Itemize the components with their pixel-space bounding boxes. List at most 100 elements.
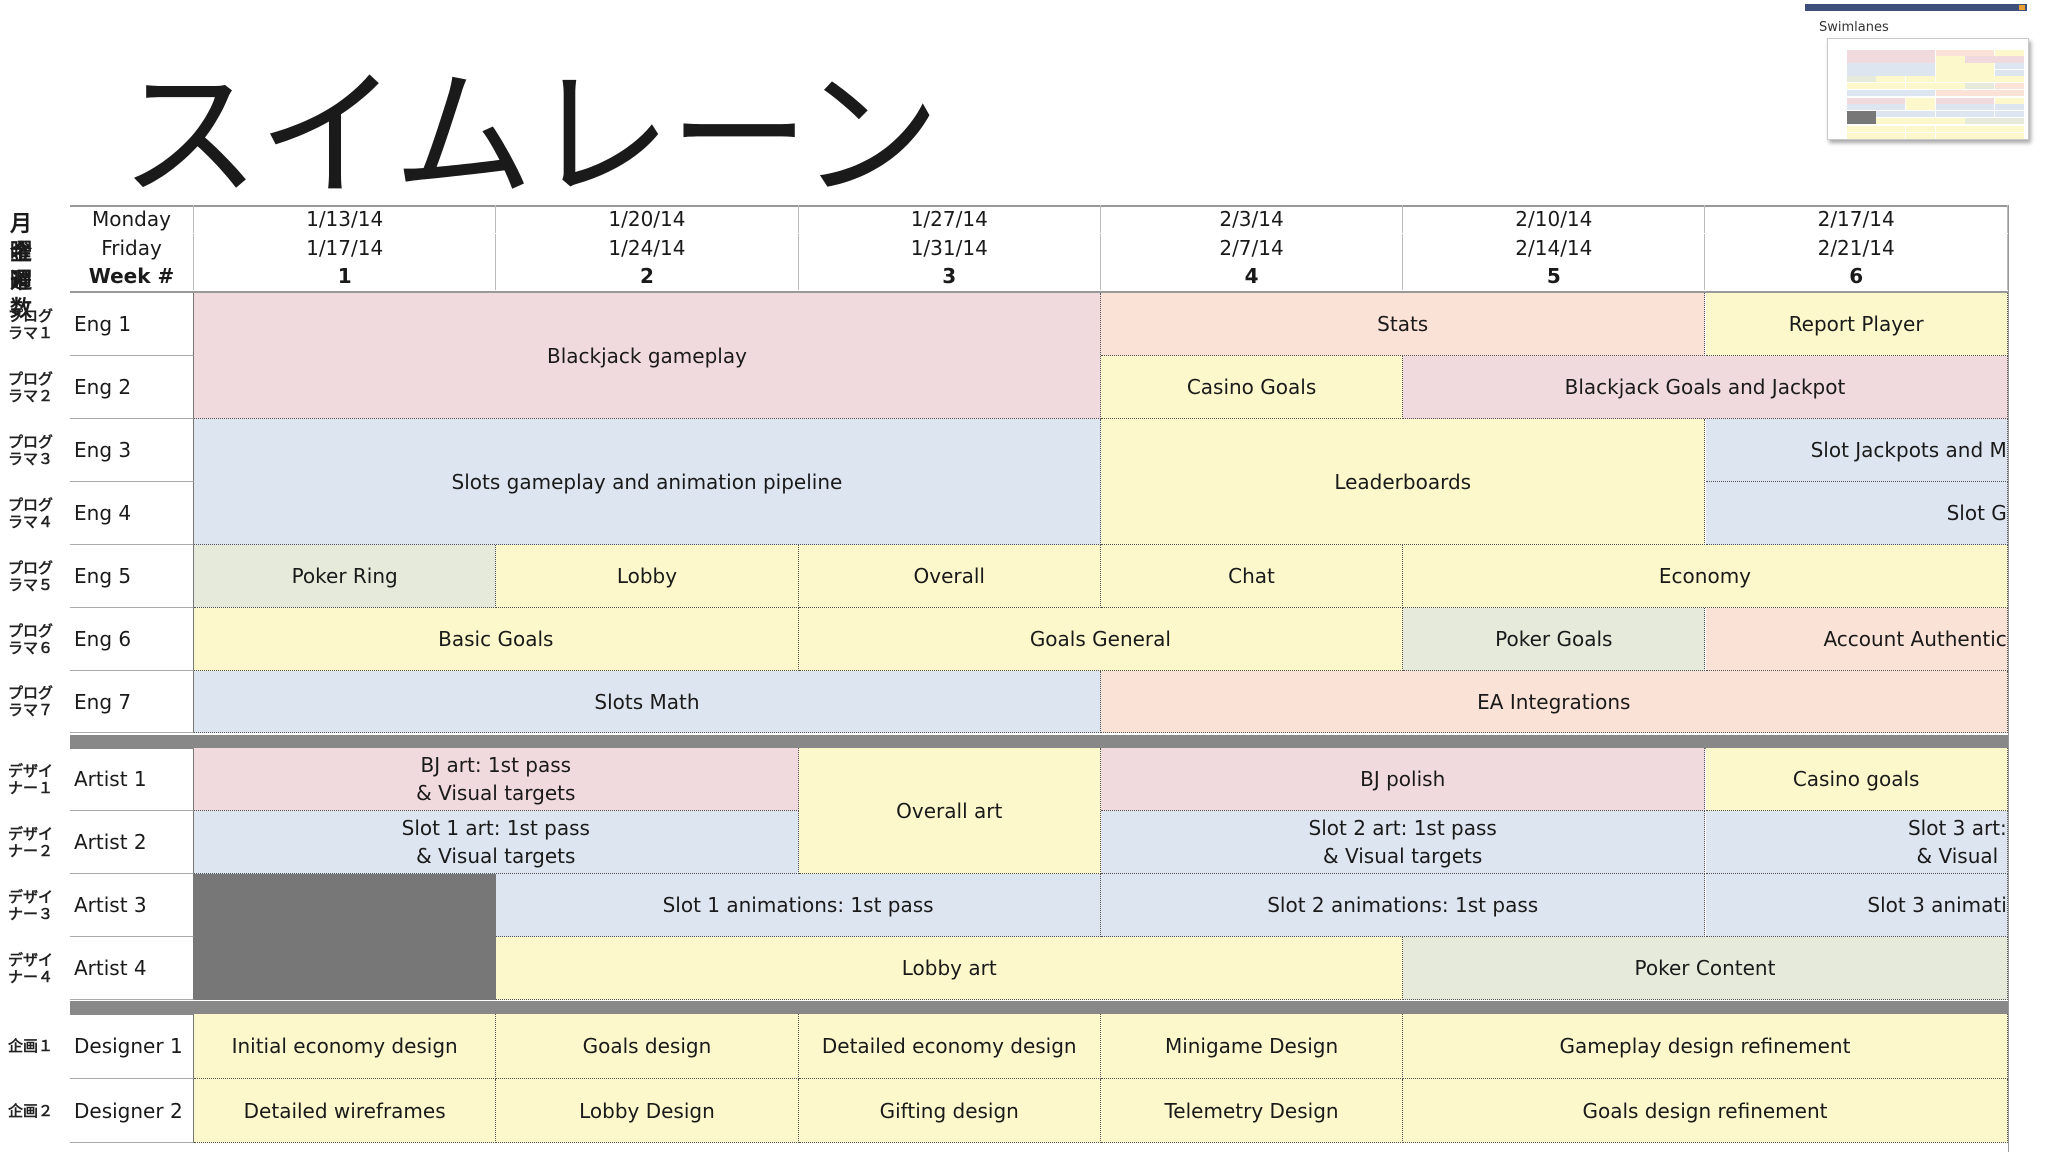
task-block[interactable]: Slots Math [194,671,1101,733]
header-jp-label: 週数 [10,269,33,322]
row-jp-line: デザイ [8,887,54,906]
row-label[interactable]: Eng 3 [70,419,194,482]
task-label: Blackjack Goals and Jackpot [1564,375,1846,399]
task-block[interactable]: Gameplay design refinement [1403,1014,2008,1079]
row-label[interactable]: Artist 3 [70,874,194,937]
task-block[interactable]: Account Authentic [1705,608,2008,671]
header-monday-cell: 2/17/14 [1706,205,2008,233]
task-block[interactable]: Slot G [1705,482,2008,545]
row-label[interactable]: Designer 1 [70,1014,194,1079]
thumbnail-block [1905,97,1935,111]
task-block[interactable]: Leaderboards [1100,419,1706,545]
thumbnail-block [1905,83,1965,90]
task-label: Overall art [896,798,1003,823]
task-block[interactable]: Stats [1100,293,1706,356]
task-block[interactable]: Blackjack Goals and Jackpot [1403,356,2008,419]
task-block[interactable]: Slot 3 art: & Visual [1705,811,2008,874]
thumbnail-block [1994,63,2024,70]
task-block[interactable]: Chat [1100,545,1404,608]
row-jp-line: プログ [8,621,54,640]
task-block[interactable]: Goals design [496,1014,799,1079]
row-jp-label: プログラマ１ [8,307,68,342]
row-jp-label: デザイナー１ [8,762,68,797]
thumbnail-block [1935,49,1995,56]
task-block[interactable]: Economy [1403,545,2008,608]
thumbnail-block [1965,125,2024,133]
row-jp-line: 企画１ [8,1037,54,1055]
task-block[interactable]: Telemetry Design [1100,1079,1404,1143]
thumbnail-block [1935,63,1995,76]
task-block[interactable]: Overall art [798,748,1101,874]
task-block[interactable]: Poker Ring [194,545,497,608]
task-label: Poker Ring [291,564,398,588]
header-row-label: Friday [70,233,194,262]
thumbnail-block [1876,76,1906,83]
task-block[interactable]: Overall [798,545,1101,608]
task-block[interactable]: Minigame Design [1100,1014,1404,1079]
thumbnail-block [1876,111,1935,118]
task-label: Report Player [1788,312,1924,336]
thumbnail-block [1846,111,1876,124]
task-label: Lobby [616,564,678,588]
thumbnail-block [1846,132,1876,139]
task-label: Poker Goals [1495,627,1613,651]
task-block[interactable]: Casino Goals [1100,356,1404,419]
task-block[interactable]: Slot 3 animati [1705,874,2008,937]
task-block[interactable]: Goals design refinement [1403,1079,2008,1143]
row-label[interactable]: Artist 4 [70,937,194,1000]
task-block[interactable]: Lobby art [496,937,1404,1000]
task-block[interactable]: Goals General [798,608,1404,671]
task-label: Slot Jackpots and M [1810,438,2007,462]
task-block[interactable]: Slot 2 art: 1st pass & Visual targets [1100,811,1706,874]
task-label: Slot G [1946,501,2007,525]
task-block[interactable]: BJ art: 1st pass & Visual targets [194,748,799,811]
task-block[interactable]: Poker Content [1403,937,2008,1000]
row-jp-line: プログ [8,558,54,577]
header-friday-cell: 2/7/14 [1101,233,1404,262]
row-label[interactable]: Artist 2 [70,811,194,874]
task-block[interactable]: EA Integrations [1100,671,2008,733]
task-block[interactable]: Casino goals [1705,748,2008,811]
task-block[interactable]: Gifting design [798,1079,1101,1143]
row-label[interactable]: Designer 2 [70,1079,194,1143]
row-jp-line: 企画２ [8,1101,54,1120]
row-label[interactable]: Artist 1 [70,748,194,811]
row-jp-line: ラマ３ [8,449,54,468]
task-block[interactable]: Report Player [1705,293,2008,356]
row-label[interactable]: Eng 6 [70,608,194,671]
row-jp-line: デザイ [8,824,54,843]
task-block[interactable]: Basic Goals [194,608,799,671]
task-block[interactable]: Detailed wireframes [194,1079,497,1143]
task-block[interactable]: Poker Goals [1403,608,1706,671]
row-jp-line: ナー３ [8,904,54,923]
task-block[interactable]: BJ polish [1100,748,1706,811]
unassigned-block[interactable] [194,874,497,1000]
task-block[interactable]: Slots gameplay and animation pipeline [194,419,1101,545]
row-label[interactable]: Eng 7 [70,671,194,733]
task-block[interactable]: Slot 1 art: 1st pass & Visual targets [194,811,799,874]
thumbnail-block [1846,49,1935,63]
task-block[interactable]: Detailed economy design [798,1014,1101,1079]
task-block[interactable]: Blackjack gameplay [194,293,1101,419]
thumbnail-block [1935,89,2024,96]
task-block[interactable]: Slot 1 animations: 1st pass [496,874,1101,937]
row-label[interactable]: Eng 1 [70,293,194,356]
task-block[interactable]: Initial economy design [194,1014,497,1079]
slide-thumbnail[interactable]: Swimlanes [1805,4,2029,140]
task-label: Overall [913,564,985,588]
task-block[interactable]: Lobby Design [496,1079,799,1143]
header-week-cell: 5 [1403,262,1706,290]
row-label[interactable]: Eng 4 [70,482,194,545]
header-friday-cell: 2/21/14 [1706,233,2008,262]
row-label[interactable]: Eng 5 [70,545,194,608]
row-label[interactable]: Eng 2 [70,356,194,419]
header-monday-cell: 1/13/14 [194,205,497,233]
thumbnail-block [1994,97,2024,104]
header-jp-label: 金曜 [10,240,33,294]
task-block[interactable]: Slot Jackpots and M [1705,419,2008,482]
task-block[interactable]: Slot 2 animations: 1st pass [1100,874,1706,937]
header-week-cell: 3 [799,262,1101,290]
header-row-label: Week # [70,262,194,290]
task-label: Detailed economy design [821,1034,1077,1058]
task-block[interactable]: Lobby [496,545,799,608]
